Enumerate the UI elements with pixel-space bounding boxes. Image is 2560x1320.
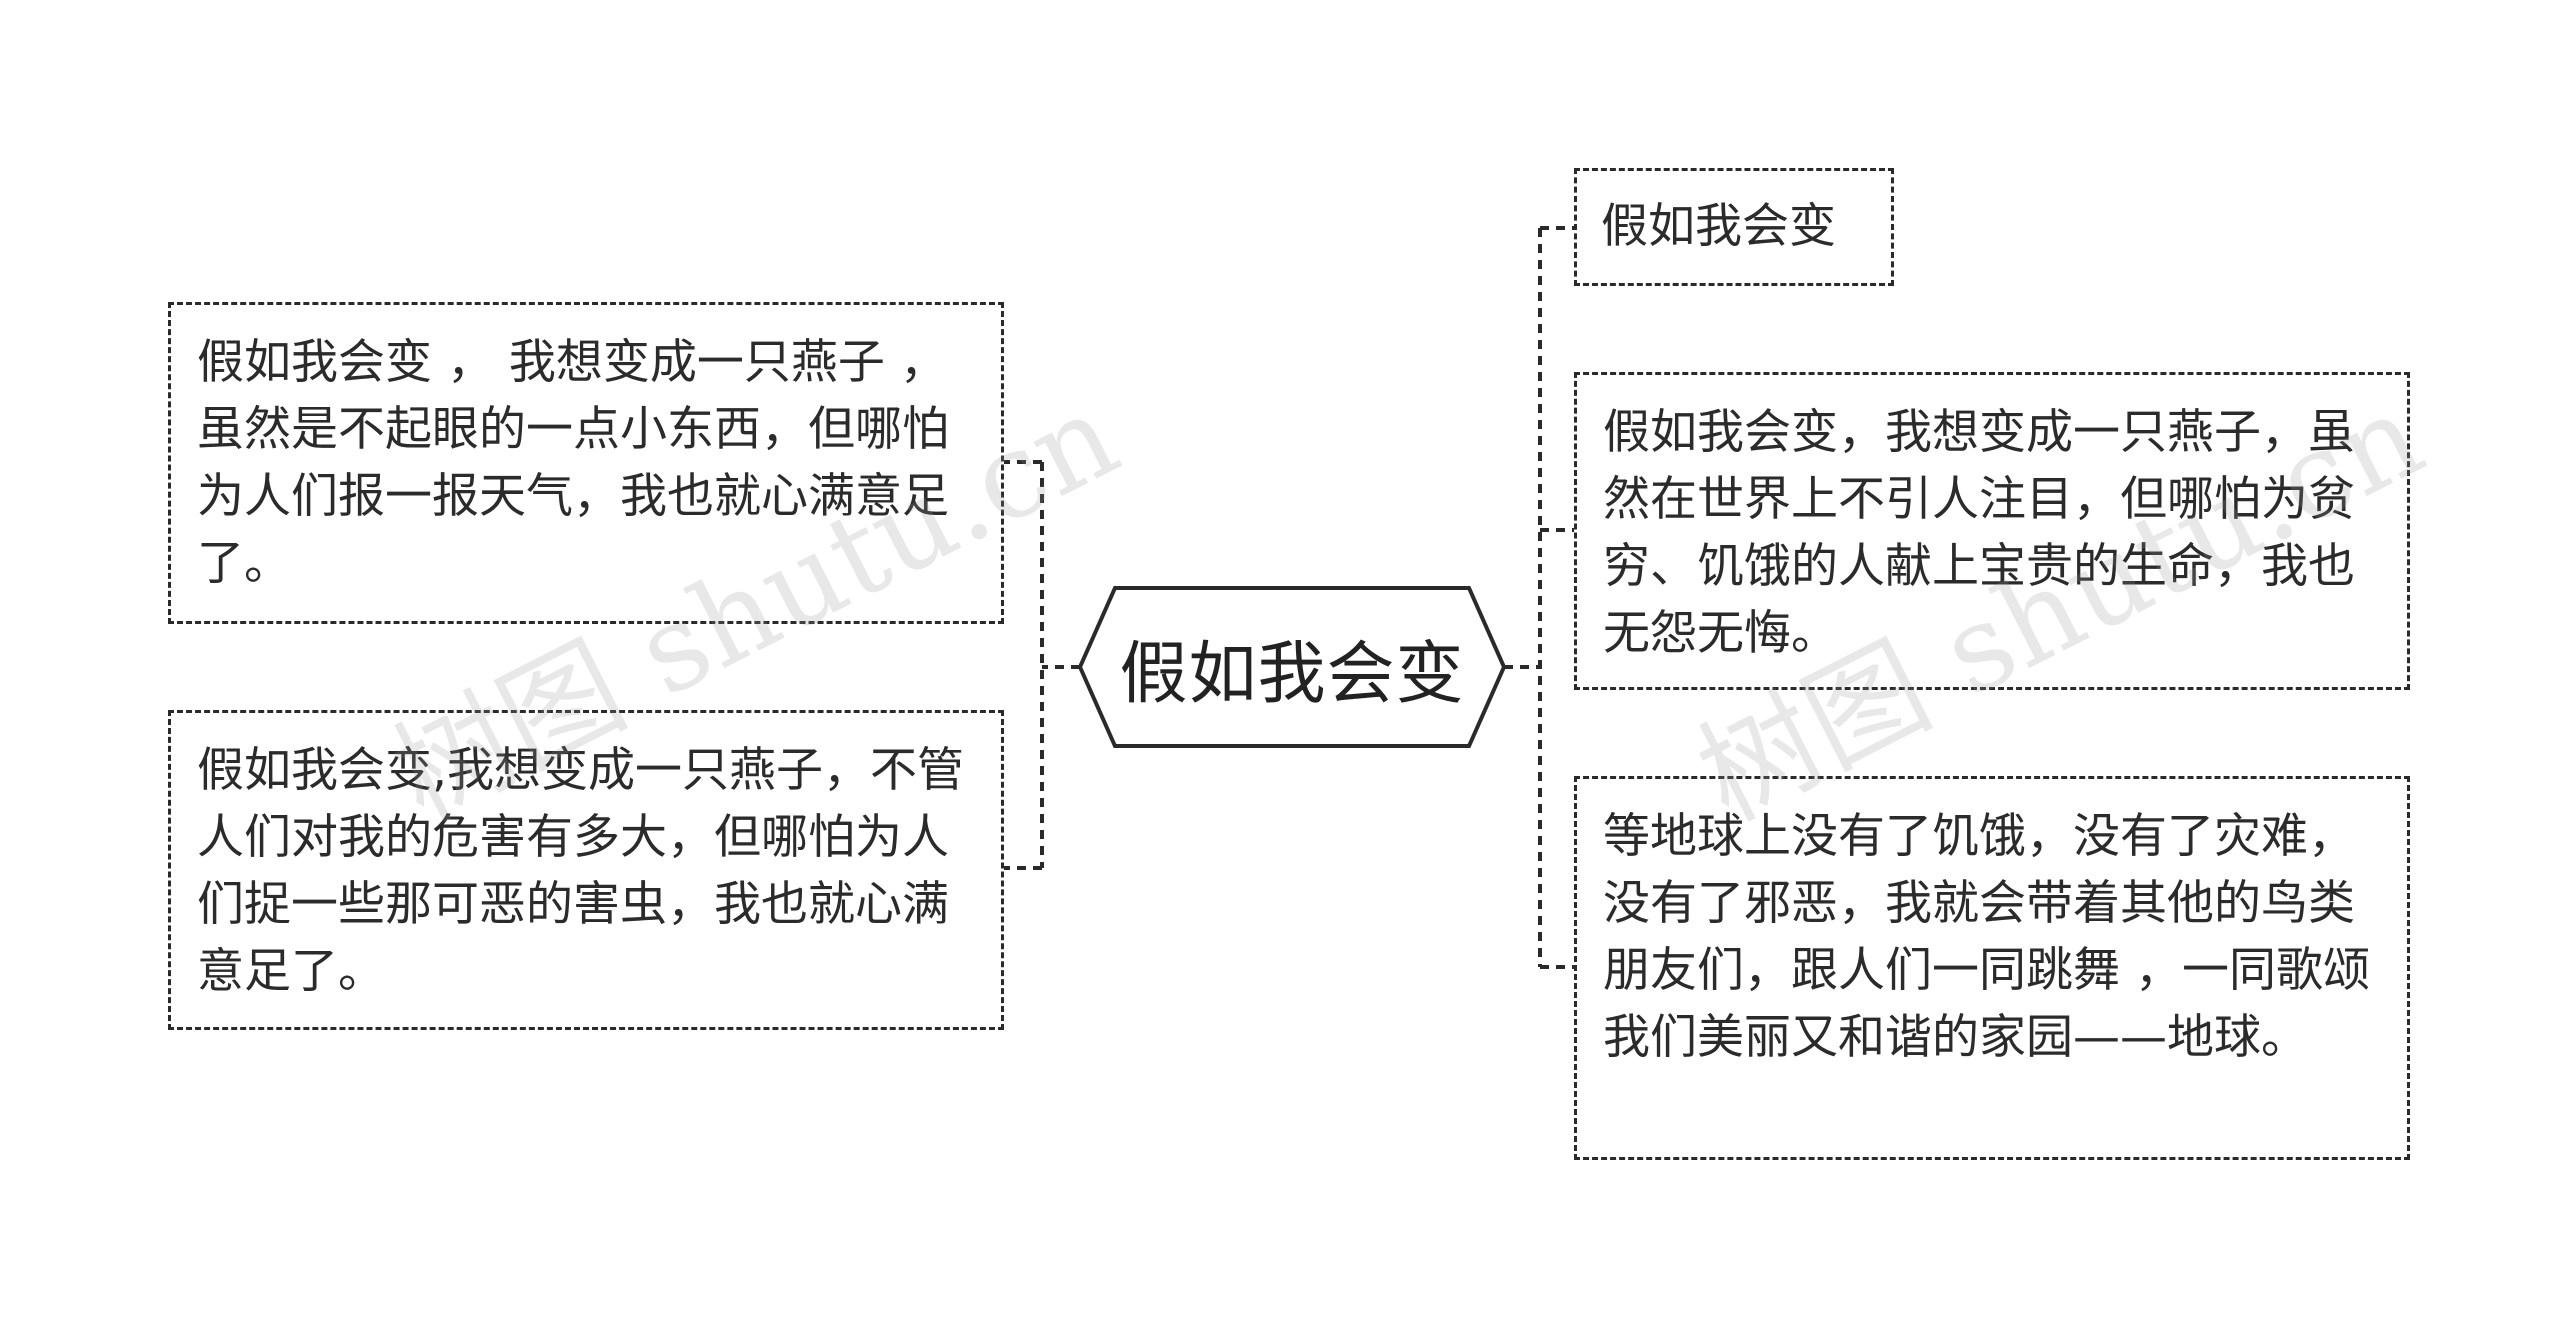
left-node-1[interactable]: 假如我会变 ， 我想变成一只燕子 ，虽然是不起眼的一点小东西，但哪怕为人们报一报… (168, 302, 1004, 624)
left-node-2[interactable]: 假如我会变,我想变成一只燕子，不管人们对我的危害有多大，但哪怕为人们捉一些那可恶… (168, 710, 1004, 1030)
right-connectors (1504, 226, 1574, 969)
left-node-2-text: 假如我会变,我想变成一只燕子，不管人们对我的危害有多大，但哪怕为人们捉一些那可恶… (197, 743, 964, 999)
right-node-2-text: 假如我会变，我想变成一只燕子，虽然在世界上不引人注目，但哪怕为贫穷、饥饿的人献上… (1603, 405, 2355, 661)
right-node-2[interactable]: 假如我会变，我想变成一只燕子，虽然在世界上不引人注目，但哪怕为贫穷、饥饿的人献上… (1574, 372, 2410, 690)
left-node-1-text: 假如我会变 ， 我想变成一只燕子 ，虽然是不起眼的一点小东西，但哪怕为人们报一报… (197, 335, 949, 591)
right-node-3-text: 等地球上没有了饥饿，没有了灾难，没有了邪恶，我就会带着其他的鸟类朋友们，跟人们一… (1603, 809, 2370, 1065)
right-node-1[interactable]: 假如我会变 (1574, 168, 1894, 286)
left-connectors (1004, 460, 1080, 870)
right-node-1-text: 假如我会变 (1601, 199, 1836, 254)
root-node-label[interactable]: 假如我会变 (1119, 634, 1465, 714)
right-node-3[interactable]: 等地球上没有了饥饿，没有了灾难，没有了邪恶，我就会带着其他的鸟类朋友们，跟人们一… (1574, 776, 2410, 1160)
